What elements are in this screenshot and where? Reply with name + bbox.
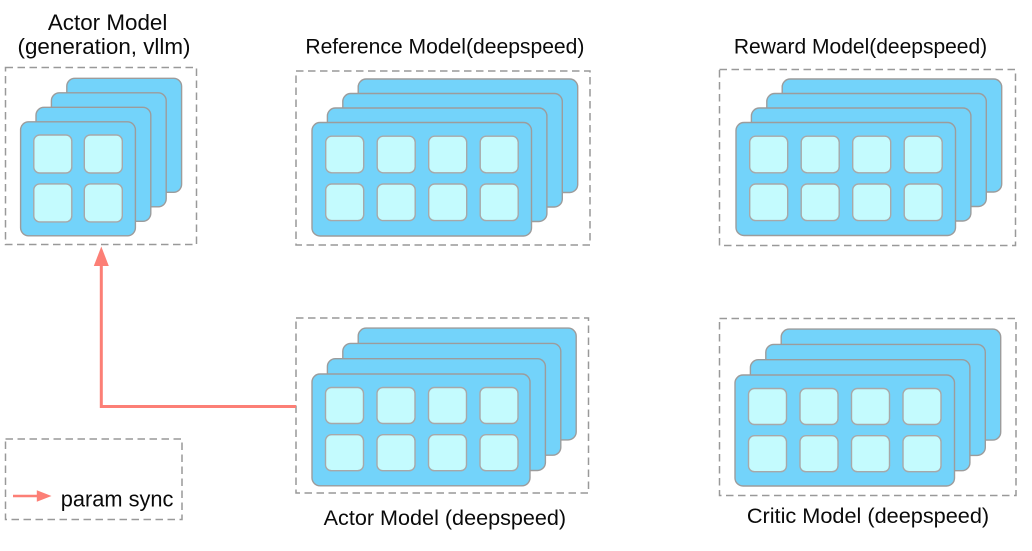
svg-text:Reward Model(deepspeed): Reward Model(deepspeed) [734,35,987,58]
svg-text:Actor Model: Actor Model [48,10,167,35]
svg-text:param sync: param sync [61,487,174,512]
svg-text:Reference Model(deepspeed): Reference Model(deepspeed) [305,35,584,58]
svg-text:Actor Model (deepspeed): Actor Model (deepspeed) [324,505,566,530]
svg-text:Critic Model (deepspeed): Critic Model (deepspeed) [747,503,989,528]
svg-text:(generation, vllm): (generation, vllm) [18,34,191,59]
